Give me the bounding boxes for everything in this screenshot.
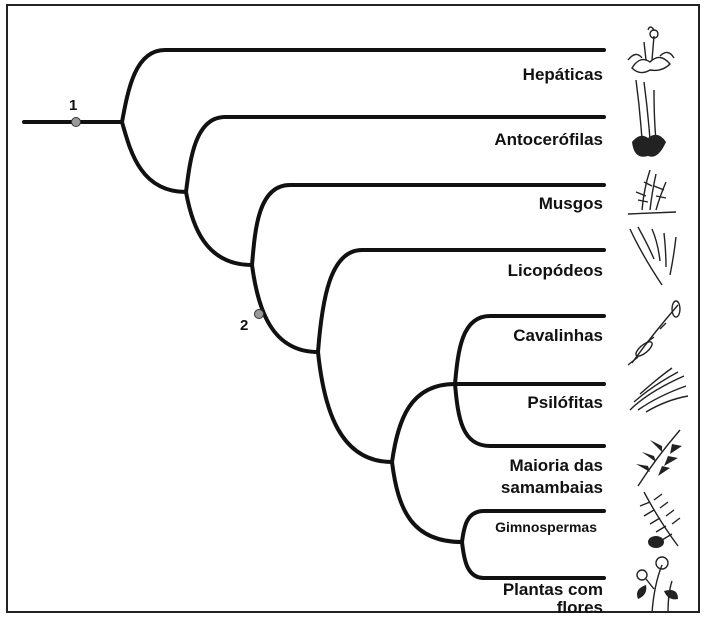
moss-icon: [627, 169, 677, 215]
branch-node-h: [390, 460, 464, 544]
branch-musgos: [250, 183, 606, 267]
taxon-label-flores-line1: Plantas com: [503, 580, 603, 599]
flower-icon: [636, 556, 678, 614]
branch-plantas-flores: [460, 540, 606, 580]
taxon-label-musgos: Musgos: [539, 194, 603, 213]
tree-branches: [22, 48, 606, 580]
liverwort-icon: [627, 26, 675, 74]
clubmoss-icon: [629, 226, 677, 286]
branch-samambaias: [453, 382, 606, 448]
taxon-label-samambaias-line2: samambaias: [501, 478, 603, 497]
branch-cavalinhas: [453, 314, 606, 386]
taxon-label-antocerofilas: Antocerófilas: [494, 130, 603, 149]
node-2-label: 2: [240, 317, 248, 334]
hornwort-icon: [632, 79, 666, 157]
psilotum-icon: [629, 367, 689, 413]
taxon-label-flores-line2: flores: [557, 598, 603, 617]
branch-node-d: [250, 263, 320, 354]
taxon-label-cavalinhas: Cavalinhas: [513, 326, 603, 345]
taxon-label-psilofitas: Psilófitas: [527, 393, 603, 412]
conifer-icon: [639, 491, 681, 548]
branch-node-c: [184, 190, 254, 267]
plant-illustrations: [627, 26, 689, 614]
branch-gimnospermas: [460, 509, 606, 544]
branch-node-f: [390, 382, 457, 464]
node-markers: 1 2: [69, 97, 264, 334]
node-2-marker: [254, 309, 264, 319]
branch-node-e: [316, 350, 394, 464]
branch-node-b: [120, 120, 188, 194]
fern-icon: [636, 429, 682, 487]
taxon-label-hepaticas: Hepáticas: [523, 65, 603, 84]
taxon-label-licopodeos: Licopódeos: [508, 261, 603, 280]
taxon-label-gimnospermas: Gimnospermas: [495, 519, 597, 535]
taxon-label-samambaias-line1: Maioria das: [509, 456, 603, 475]
branch-hepaticas: [120, 48, 606, 124]
node-1-marker: [71, 117, 81, 127]
node-1-label: 1: [69, 97, 77, 114]
branch-antocerofilas: [184, 115, 606, 194]
taxon-labels: Hepáticas Antocerófilas Musgos Licopódeo…: [494, 65, 603, 617]
horsetail-icon: [627, 300, 681, 366]
branch-licopodeos: [316, 248, 606, 354]
